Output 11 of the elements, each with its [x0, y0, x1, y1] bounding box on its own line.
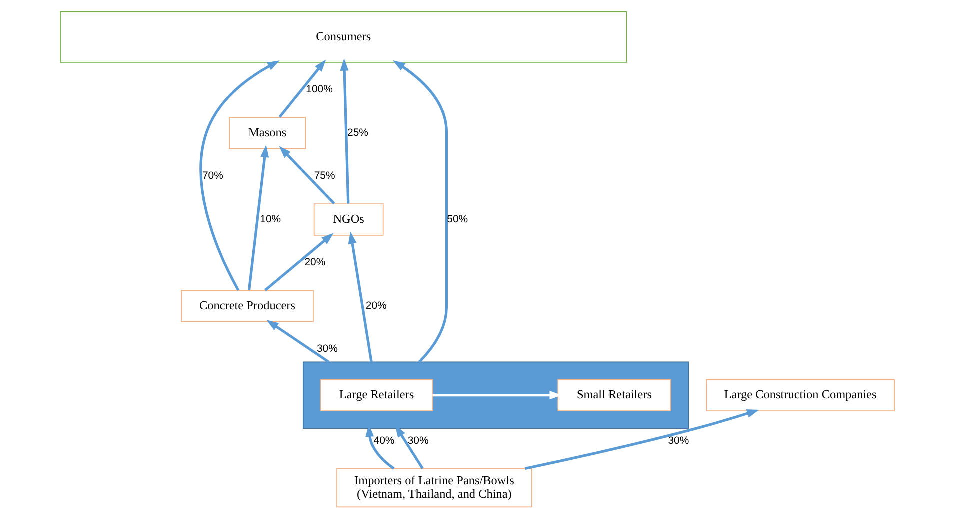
edge-label: 10% [260, 214, 281, 226]
edge-label: 30% [407, 436, 428, 447]
edge-label: 40% [373, 436, 394, 447]
edge-label: 20% [304, 258, 326, 269]
edge-label: 30% [668, 436, 689, 447]
edge-label: 20% [365, 300, 386, 312]
edge-label: 75% [314, 171, 335, 182]
edge-label: 70% [202, 171, 223, 182]
edge-label: 25% [347, 128, 368, 139]
edge-label: 30% [316, 344, 338, 356]
edge-label: 100% [306, 84, 332, 96]
